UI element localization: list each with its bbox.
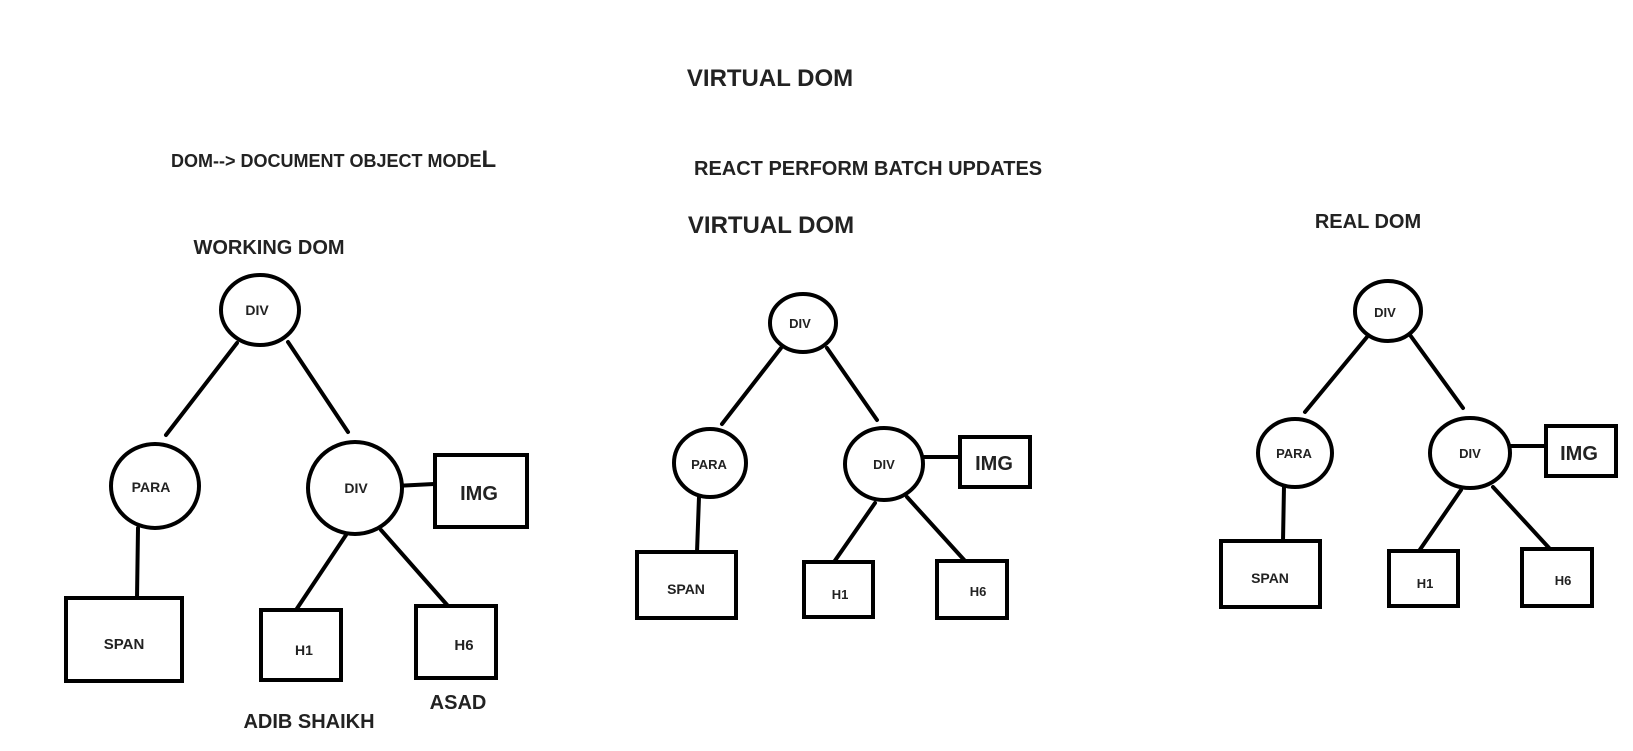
- node-span: [635, 550, 738, 620]
- node-h6-label: H6: [454, 637, 473, 654]
- edge-root-div: [286, 340, 350, 434]
- node-root-div-label: DIV: [245, 302, 269, 318]
- node-para: [109, 442, 201, 530]
- node-para-label: PARA: [1276, 446, 1312, 461]
- node-div-label: DIV: [344, 480, 368, 496]
- node-root-div: [768, 292, 838, 354]
- dom-definition-last-letter: L: [482, 146, 497, 173]
- node-span-label: SPAN: [104, 636, 145, 653]
- node-h6: [414, 604, 498, 680]
- real-dom-tree: REAL DOM DIV PARA DIV IMG SPAN H1 H6: [1219, 211, 1618, 609]
- edge-para-span: [695, 495, 701, 554]
- node-img-label: IMG: [460, 483, 498, 505]
- edge-div-h1: [294, 533, 348, 612]
- edge-root-div: [1408, 333, 1465, 410]
- batch-updates-note: REACT PERFORM BATCH UPDATES: [694, 158, 1042, 180]
- node-h6: [935, 559, 1009, 620]
- edge-root-para: [164, 341, 239, 437]
- node-span: [1219, 539, 1322, 609]
- node-root-div: [219, 273, 301, 347]
- node-h1: [802, 560, 875, 619]
- node-para-label: PARA: [132, 479, 171, 495]
- virtual-dom-tree: VIRTUAL DOM DIV PARA DIV IMG SPAN H1 H6: [635, 212, 1032, 620]
- node-div: [306, 440, 404, 536]
- edge-div-h6: [379, 528, 450, 608]
- node-h6-label: H6: [970, 584, 987, 599]
- node-para-label: PARA: [691, 457, 727, 472]
- author-asad: ASAD: [430, 692, 487, 714]
- node-para: [672, 427, 748, 499]
- edge-div-h1: [1417, 488, 1463, 553]
- tree-title-virtual-dom: VIRTUAL DOM: [688, 212, 854, 239]
- edge-div-h1: [832, 501, 877, 564]
- node-root-div-label: DIV: [1374, 305, 1396, 320]
- node-root-div: [1353, 279, 1423, 343]
- node-img: [1544, 424, 1618, 478]
- tree-title-working-dom: WORKING DOM: [193, 237, 344, 259]
- node-h6: [1520, 547, 1594, 608]
- node-span-label: SPAN: [667, 581, 705, 597]
- edge-div-h6: [1491, 485, 1552, 551]
- edge-div-h6: [905, 495, 968, 564]
- node-img: [433, 453, 529, 529]
- node-span-label: SPAN: [1251, 570, 1289, 586]
- node-para: [1256, 417, 1334, 489]
- node-h1-label: H1: [832, 587, 849, 602]
- dom-definition: DOM--> DOCUMENT OBJECT MODEL: [171, 146, 496, 173]
- node-img-label: IMG: [1560, 443, 1598, 465]
- node-img: [958, 435, 1032, 489]
- node-h6-label: H6: [1555, 573, 1572, 588]
- working-dom-tree: WORKING DOM DIV PARA DIV IMG SPAN H1 H6 …: [64, 237, 529, 733]
- node-div: [1428, 416, 1512, 490]
- node-div-label: DIV: [1459, 446, 1481, 461]
- tree-title-real-dom: REAL DOM: [1315, 211, 1421, 233]
- edge-root-div: [825, 346, 879, 422]
- node-div: [843, 426, 925, 502]
- node-h1: [259, 608, 343, 682]
- main-title: VIRTUAL DOM: [687, 65, 853, 92]
- node-root-div-label: DIV: [789, 316, 811, 331]
- edge-para-span: [1281, 484, 1286, 543]
- node-h1-label: H1: [1417, 576, 1434, 591]
- author-adib-shaikh: ADIB SHAIKH: [243, 711, 374, 733]
- edge-root-para: [720, 346, 783, 426]
- edge-para-span: [135, 526, 140, 600]
- node-div-label: DIV: [873, 457, 895, 472]
- edge-root-para: [1303, 335, 1369, 414]
- node-h1-label: H1: [295, 642, 313, 658]
- node-img-label: IMG: [975, 453, 1013, 475]
- dom-definition-text: DOM--> DOCUMENT OBJECT MODE: [171, 151, 482, 171]
- node-h1: [1387, 549, 1460, 608]
- node-span: [64, 596, 184, 683]
